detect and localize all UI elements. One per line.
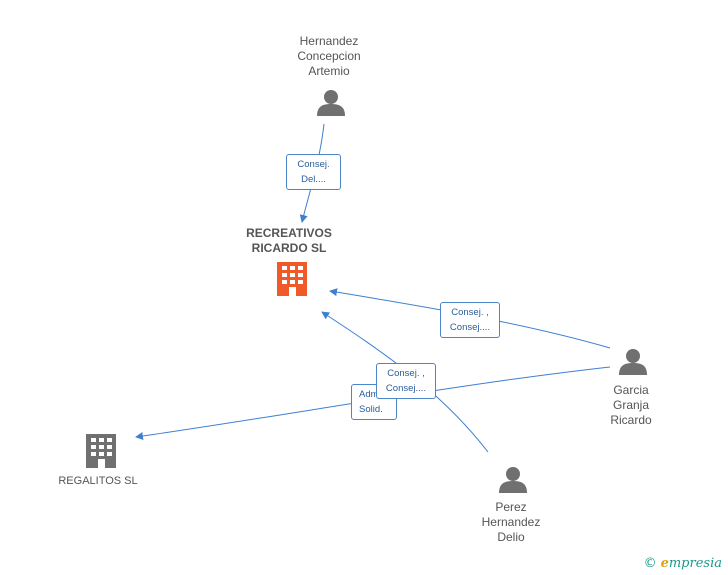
edge-label-line: Adm. xyxy=(359,389,382,400)
brand-name: mpresia xyxy=(668,556,722,571)
copyright-icon: © xyxy=(643,556,657,571)
label-line: Concepcion xyxy=(297,49,361,63)
label-line: Artemio xyxy=(308,64,350,78)
node-label-hernandez[interactable]: Hernandez Concepcion Artemio xyxy=(279,34,379,79)
node-label-regalitos[interactable]: REGALITOS SL xyxy=(48,474,148,489)
label-line: Granja xyxy=(612,398,650,412)
edge-label-line: Consej.... xyxy=(449,322,491,333)
building-icon[interactable] xyxy=(86,434,116,468)
label-line: Hernandez xyxy=(299,34,359,48)
person-icon[interactable] xyxy=(499,467,527,493)
edge-label-line: Consej.... xyxy=(385,383,427,394)
brand-logo: ©empresia xyxy=(644,556,722,571)
edge-label-perez-recreativos[interactable]: Consej. , Consej.... xyxy=(376,363,436,399)
label-line: Hernandez xyxy=(481,515,541,529)
edge-label-line: Solid. xyxy=(359,404,383,415)
edge-label-garcia-recreativos[interactable]: Consej. , Consej.... xyxy=(440,302,500,338)
label-line: RICARDO SL xyxy=(251,241,327,255)
edge-label-line: Consej. , xyxy=(387,368,425,379)
brand-initial: e xyxy=(660,556,669,571)
label-line: Delio xyxy=(497,530,525,544)
edge-label-line: Consej. xyxy=(297,159,330,170)
edge-label-hernandez-recreativos[interactable]: Consej. Del.... xyxy=(286,154,341,190)
building-icon[interactable] xyxy=(277,262,307,296)
person-icon[interactable] xyxy=(619,349,647,375)
edge-label-line: Consej. , xyxy=(451,307,489,318)
node-label-recreativos[interactable]: RECREATIVOS RICARDO SL xyxy=(229,226,349,256)
label-line: REGALITOS SL xyxy=(58,475,138,487)
node-label-garcia[interactable]: Garcia Granja Ricardo xyxy=(591,383,671,428)
node-label-perez[interactable]: Perez Hernandez Delio xyxy=(471,500,551,545)
label-line: Ricardo xyxy=(610,413,652,427)
label-line: Perez xyxy=(495,500,527,514)
label-line: Garcia xyxy=(613,383,649,397)
label-line: RECREATIVOS xyxy=(246,226,332,240)
edge-label-line: Del.... xyxy=(301,174,326,185)
person-icon[interactable] xyxy=(317,90,345,116)
